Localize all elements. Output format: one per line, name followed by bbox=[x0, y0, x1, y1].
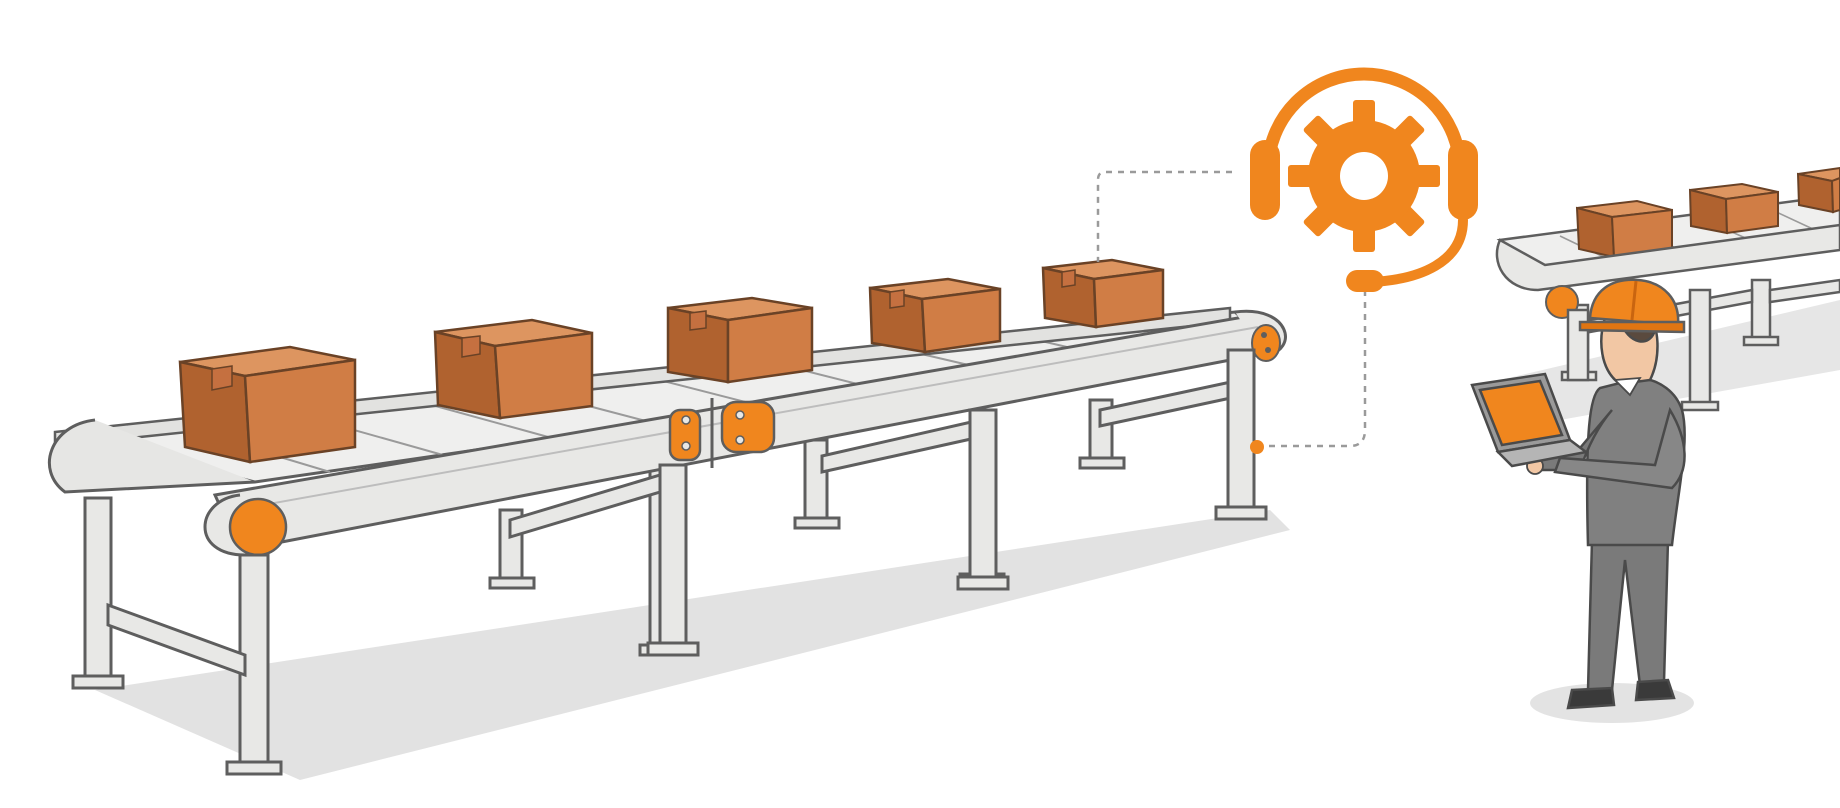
right-roller-cap bbox=[1251, 324, 1281, 362]
connection-node bbox=[1250, 440, 1264, 454]
left-roller-cap bbox=[228, 497, 288, 557]
hard-hat-icon bbox=[1578, 278, 1686, 334]
main-conveyor-front-legs bbox=[71, 348, 1268, 776]
headset-gear-icon bbox=[1250, 67, 1478, 292]
cardboard-box-3 bbox=[666, 296, 814, 384]
cardboard-box-1 bbox=[178, 345, 357, 464]
connection-dashed-line bbox=[1096, 170, 1367, 448]
conveyor-joint-plates bbox=[668, 398, 776, 468]
cardboard-box-5 bbox=[1041, 258, 1165, 329]
worker-jacket bbox=[1585, 376, 1686, 547]
cardboard-box-4 bbox=[868, 277, 1002, 354]
worker bbox=[1526, 316, 1686, 710]
worker-legs bbox=[1586, 538, 1670, 692]
cardboard-box-2 bbox=[433, 318, 594, 420]
laptop-icon bbox=[1470, 372, 1590, 468]
